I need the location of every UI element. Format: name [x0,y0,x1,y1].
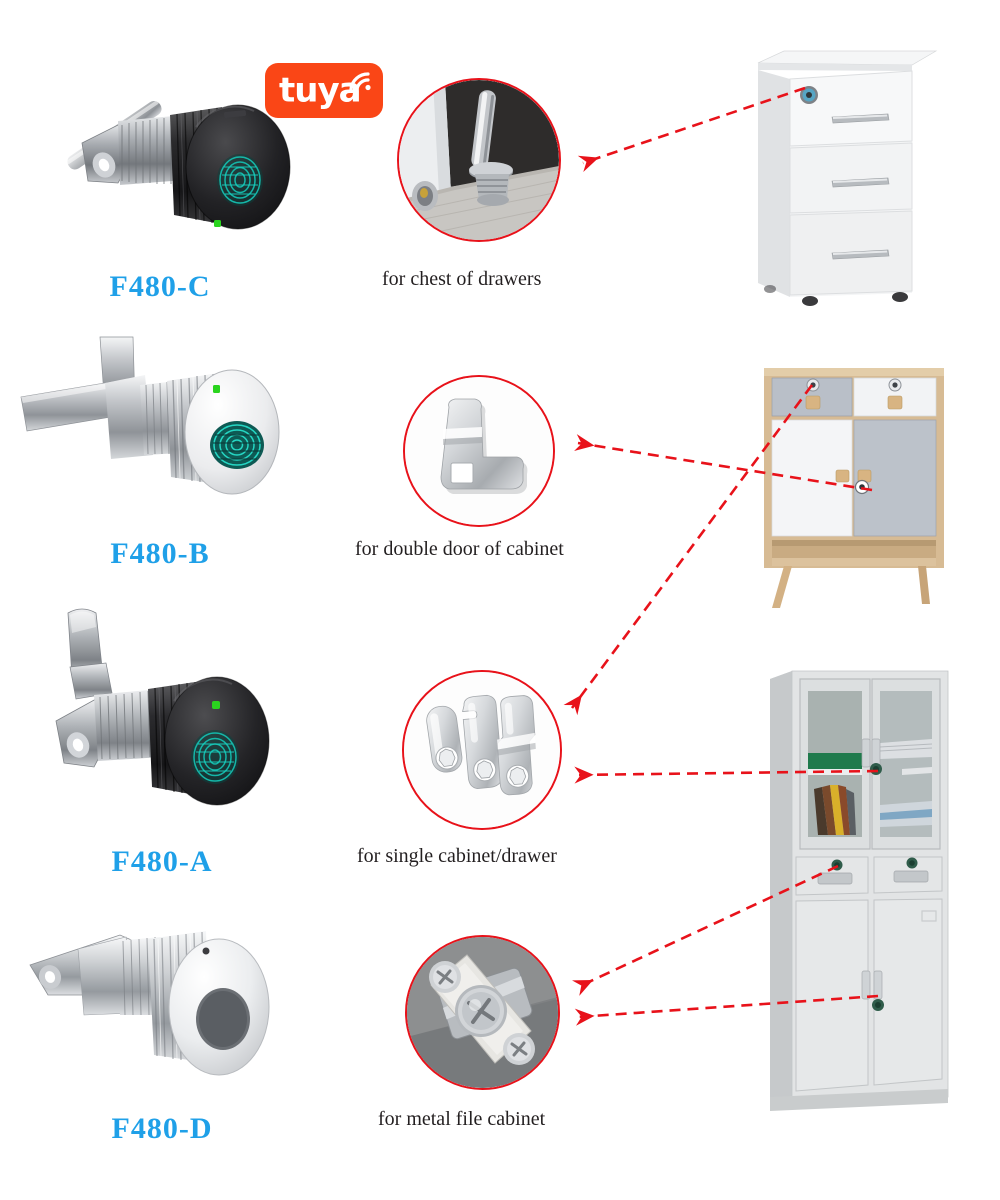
detail-circle-double-door [403,375,555,527]
fingerprint-sensor-b [210,421,264,469]
lock-point-wood-door [854,479,870,495]
detail-circle-single-cabinet [402,670,562,830]
caption-single-cabinet: for single cabinet/drawer [357,845,557,867]
caption-chest-of-drawers: for chest of drawers [382,268,542,290]
model-label-f480-c: F480-C [109,270,211,303]
model-label-f480-a: F480-A [111,845,213,878]
product-image-f480-d [20,915,320,1115]
furniture-wooden-cabinet [748,358,958,623]
status-led-d [202,947,210,955]
detail-circle-chest-of-drawers [397,78,561,242]
product-image-f480-c [10,15,310,265]
lock-point-metal-glass [870,763,882,775]
fingerprint-sensor-a [191,730,239,784]
furniture-metal-file-cabinet [752,665,967,1115]
lock-point-metal-drawer-left [831,859,843,871]
status-led-c [214,220,221,227]
product-image-f480-a [20,605,320,835]
model-label-f480-d: F480-D [111,1112,213,1145]
caption-metal-file-cabinet: for metal file cabinet [378,1108,546,1130]
tuya-wordmark: tuya [279,69,362,110]
fingerprint-sensor-c [217,154,263,206]
lock-point-metal-door [872,999,884,1011]
model-label-f480-b: F480-B [110,537,210,570]
lock-point-wood-drawer-left [806,378,820,392]
round-sensor-d [196,988,250,1050]
wifi-arc-icon [348,70,374,92]
lock-point-chest [800,86,818,104]
detail-circle-metal-file-cabinet [405,935,560,1090]
status-led-a [212,701,220,709]
status-led-b [213,385,220,393]
product-image-f480-b [5,335,305,545]
lock-point-wood-drawer-right [888,378,902,392]
tuya-logo: tuya [265,63,383,118]
caption-double-door: for double door of cabinet [355,538,564,560]
furniture-chest-of-drawers [740,45,940,310]
lock-point-metal-drawer-right [906,857,918,869]
